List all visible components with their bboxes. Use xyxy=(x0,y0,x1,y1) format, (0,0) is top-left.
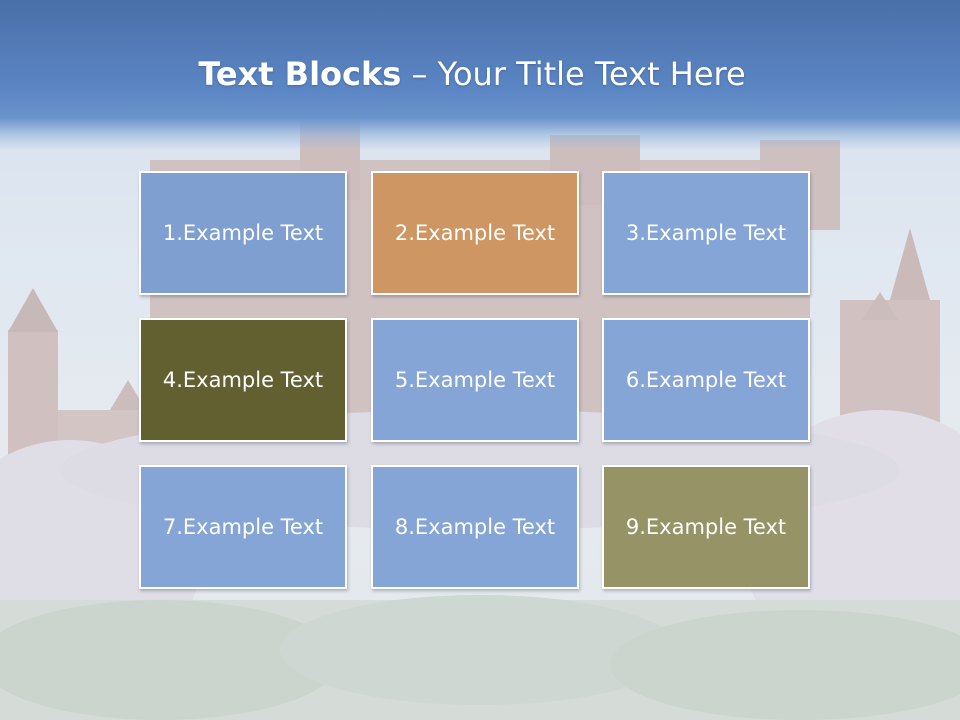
text-block-label: 4.Example Text xyxy=(162,368,324,392)
title-rest: Your Title Text Here xyxy=(437,55,746,93)
text-block-label: 6.Example Text xyxy=(625,368,787,392)
text-block-2[interactable]: 2.Example Text xyxy=(371,171,579,295)
title-dash: – xyxy=(411,55,428,93)
text-block-label: 7.Example Text xyxy=(162,515,324,539)
text-block-label: 5.Example Text xyxy=(394,368,556,392)
text-block-label: 1.Example Text xyxy=(162,221,324,245)
text-block-1[interactable]: 1.Example Text xyxy=(139,171,347,295)
text-block-7[interactable]: 7.Example Text xyxy=(139,465,347,589)
text-block-label: 3.Example Text xyxy=(625,221,787,245)
text-block-5[interactable]: 5.Example Text xyxy=(371,318,579,442)
text-block-label: 8.Example Text xyxy=(394,515,556,539)
text-block-4[interactable]: 4.Example Text xyxy=(139,318,347,442)
text-block-label: 9.Example Text xyxy=(625,515,787,539)
text-block-label: 2.Example Text xyxy=(394,221,556,245)
title-banner xyxy=(0,0,960,150)
text-block-8[interactable]: 8.Example Text xyxy=(371,465,579,589)
text-block-9[interactable]: 9.Example Text xyxy=(602,465,810,589)
text-block-6[interactable]: 6.Example Text xyxy=(602,318,810,442)
title-bold: Text Blocks xyxy=(198,55,402,93)
slide-title: Text Blocks – Your Title Text Here xyxy=(0,52,944,96)
text-block-3[interactable]: 3.Example Text xyxy=(602,171,810,295)
